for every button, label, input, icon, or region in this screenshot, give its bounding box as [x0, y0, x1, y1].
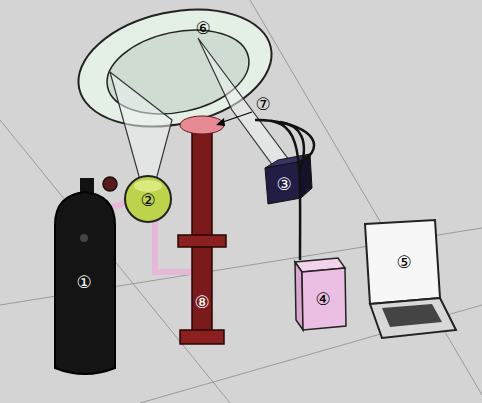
callout-number: ④ [315, 291, 330, 308]
callout-number: ⑤ [396, 254, 411, 271]
callout-number: ⑥ [195, 20, 210, 37]
callout-number: ① [76, 274, 91, 291]
callout-number: ② [140, 192, 155, 209]
callout-number: ③ [276, 176, 291, 193]
callout-number: ⑦ [255, 96, 270, 113]
callout-number: ⑧ [194, 294, 209, 311]
